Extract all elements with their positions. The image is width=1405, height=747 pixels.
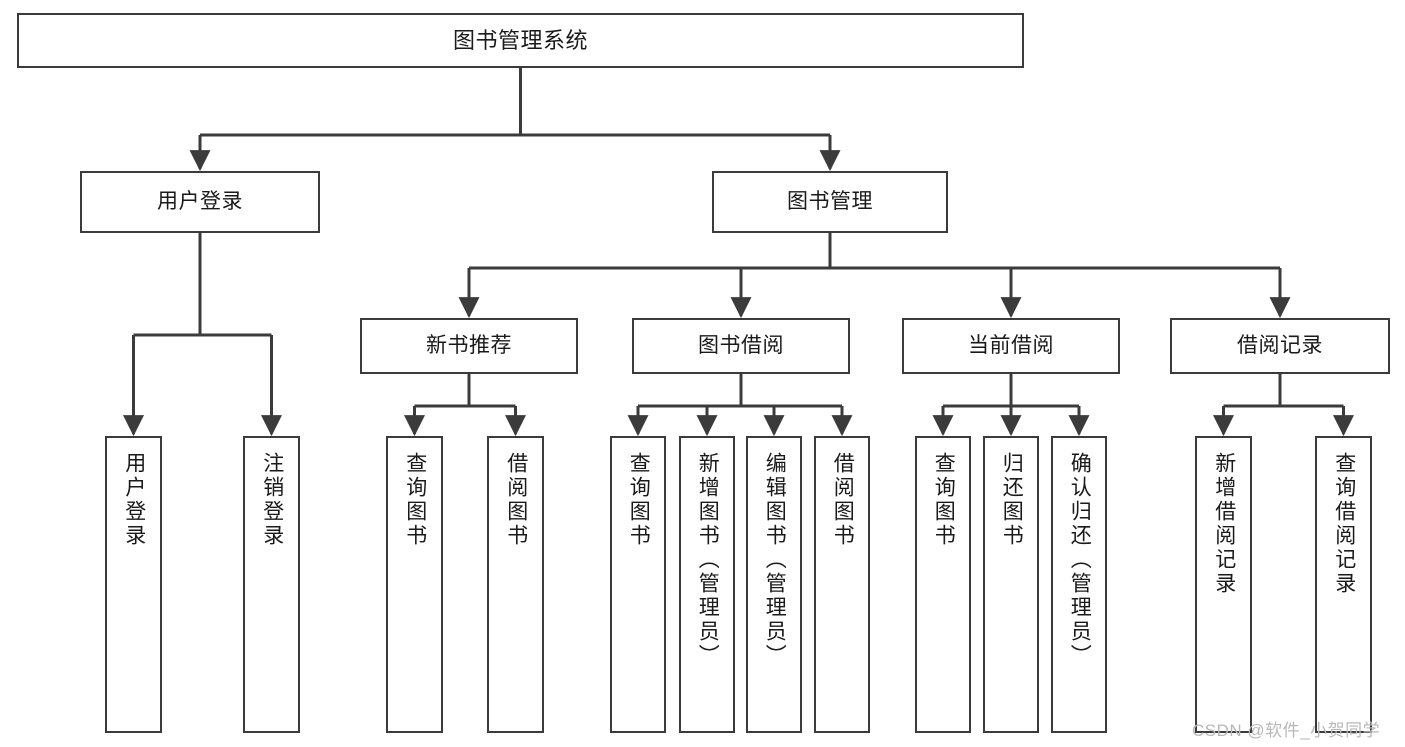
node-book-manage[interactable]: 图书管理	[712, 171, 948, 233]
node-new-book-rec[interactable]: 新书推荐	[360, 318, 578, 374]
node-label: 图书借阅	[698, 333, 784, 357]
node-label: 借阅图书	[831, 452, 855, 548]
leaf-edit-book[interactable]: 编辑图书（管理员）	[746, 436, 802, 733]
node-label: 借阅图书	[504, 452, 528, 548]
leaf-query-record[interactable]: 查询借阅记录	[1315, 436, 1372, 733]
node-label: 新增图书（管理员）	[696, 452, 720, 668]
csdn-watermark: CSDN @软件_小贺同学	[1192, 721, 1381, 740]
node-user-login[interactable]: 用户登录	[80, 171, 320, 233]
node-root[interactable]: 图书管理系统	[17, 13, 1024, 68]
leaf-logout[interactable]: 注销登录	[243, 436, 300, 733]
leaf-query-book-br[interactable]: 查询图书	[610, 436, 666, 733]
leaf-confirm-return[interactable]: 确认归还（管理员）	[1051, 436, 1107, 733]
node-label: 查询借阅记录	[1332, 452, 1356, 596]
node-borrow-record[interactable]: 借阅记录	[1170, 318, 1390, 374]
node-label: 图书管理	[787, 189, 873, 213]
leaf-add-record[interactable]: 新增借阅记录	[1195, 436, 1252, 733]
node-label: 查询图书	[932, 452, 956, 548]
node-label: 新书推荐	[426, 333, 512, 357]
node-label: 图书管理系统	[452, 27, 588, 53]
node-current-borrow[interactable]: 当前借阅	[902, 318, 1120, 374]
leaf-add-book[interactable]: 新增图书（管理员）	[679, 436, 735, 733]
leaf-query-book-cb[interactable]: 查询图书	[915, 436, 971, 733]
node-label: 当前借阅	[968, 333, 1054, 357]
leaf-user-login[interactable]: 用户登录	[105, 436, 162, 733]
node-label: 注销登录	[260, 452, 284, 548]
node-label: 查询图书	[403, 452, 427, 548]
node-label: 归还图书	[1000, 452, 1024, 548]
node-label: 新增借阅记录	[1212, 452, 1236, 596]
node-label: 用户登录	[122, 452, 146, 548]
leaf-borrow-book-br[interactable]: 借阅图书	[814, 436, 870, 733]
node-label: 确认归还（管理员）	[1068, 452, 1092, 668]
node-label: 借阅记录	[1237, 333, 1323, 357]
leaf-borrow-book-rec[interactable]: 借阅图书	[487, 436, 544, 733]
leaf-query-book-rec[interactable]: 查询图书	[386, 436, 443, 733]
node-book-borrow[interactable]: 图书借阅	[632, 318, 850, 374]
node-label: 查询图书	[627, 452, 651, 548]
node-label: 用户登录	[157, 189, 243, 213]
leaf-return-book[interactable]: 归还图书	[983, 436, 1039, 733]
node-label: 编辑图书（管理员）	[763, 452, 787, 668]
